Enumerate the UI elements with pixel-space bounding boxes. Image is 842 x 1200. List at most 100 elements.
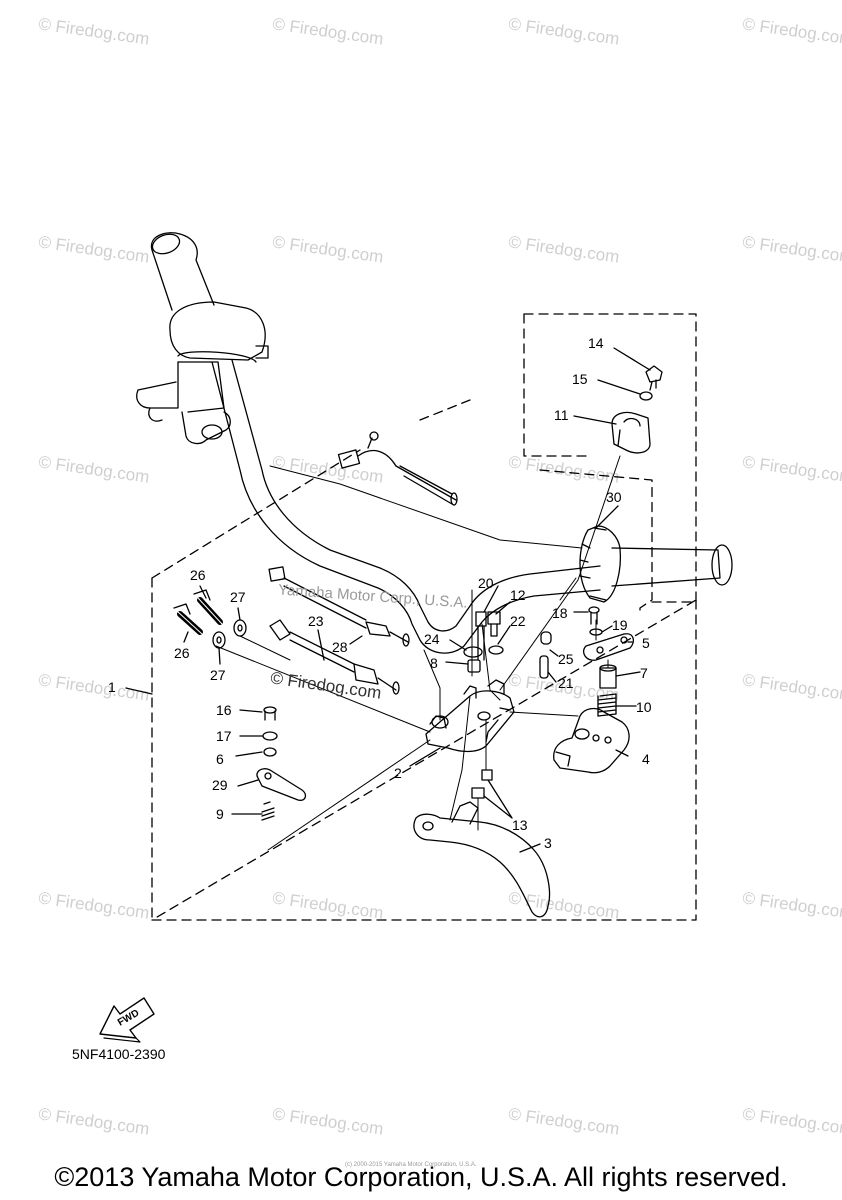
- pin-21: [539, 655, 549, 679]
- washer-6: [263, 747, 277, 757]
- switch-housing-4: [553, 707, 630, 774]
- callout-11: 11: [554, 407, 569, 423]
- callout-17: 17: [216, 728, 232, 744]
- washer-22: [488, 645, 504, 655]
- callout-26a: 26: [190, 567, 206, 583]
- guide-line: [423, 649, 441, 721]
- callout-7: 7: [640, 665, 648, 681]
- callout-4: 4: [642, 751, 650, 767]
- lever-holder-2: [425, 679, 515, 753]
- callout-20: 20: [478, 575, 494, 591]
- leader-line: [239, 709, 263, 713]
- spring-10: [597, 693, 617, 717]
- copyright-notice: ©2013 Yamaha Motor Corporation, U.S.A. A…: [54, 1162, 788, 1192]
- tiny-copyright: (c) 2000-2015 Yamaha Motor Corporation, …: [345, 1162, 477, 1168]
- leader-line: [595, 505, 619, 529]
- plate-5: [582, 633, 635, 661]
- clamp-11: [611, 411, 651, 454]
- guide-line: [481, 623, 501, 701]
- leader-line: [613, 347, 651, 371]
- adjuster-26a: [193, 589, 223, 625]
- guide-line: [499, 455, 621, 691]
- callout-30: 30: [606, 489, 622, 505]
- leader-line: [519, 843, 541, 853]
- leader-line: [199, 585, 207, 599]
- assembly-boundary-switch: [523, 313, 697, 603]
- callout-12: 12: [510, 587, 526, 603]
- brake-lever-3: [413, 801, 551, 918]
- screw-16: [263, 706, 277, 721]
- wire-connector: [337, 431, 458, 506]
- callout-23: 23: [308, 613, 324, 629]
- callout-6: 6: [216, 751, 224, 767]
- callout-18: 18: [552, 605, 568, 621]
- callout-21: 21: [558, 675, 574, 691]
- leader-line: [615, 671, 641, 677]
- leader-line: [218, 647, 221, 665]
- callout-5: 5: [642, 635, 650, 651]
- callout-27b: 27: [210, 667, 226, 683]
- leader-line: [601, 625, 613, 633]
- bolt-12: [487, 611, 501, 637]
- guide-line: [239, 635, 291, 661]
- callout-10: 10: [636, 699, 652, 715]
- guide-line: [509, 711, 579, 717]
- throttle-grip-right: [579, 525, 733, 603]
- washer-17: [262, 731, 278, 741]
- callout-3: 3: [544, 835, 552, 851]
- leader-line: [495, 601, 511, 615]
- collar-8: [467, 659, 481, 673]
- guide-line: [215, 645, 431, 733]
- cable-28: [268, 566, 410, 647]
- leader-line: [483, 585, 499, 613]
- nut-27b: [212, 631, 226, 649]
- callout-26b: 26: [174, 645, 190, 661]
- leader-line: [573, 415, 617, 425]
- leader-line: [549, 649, 559, 657]
- pin-25: [540, 631, 552, 645]
- leader-line: [317, 629, 325, 661]
- guide-line: [449, 695, 471, 821]
- callout-2: 2: [394, 765, 402, 781]
- adjuster-26b: [173, 603, 203, 635]
- screw-14: [645, 365, 663, 391]
- callout-22: 22: [510, 613, 526, 629]
- leader-line: [237, 779, 259, 787]
- handlebar-left: [136, 232, 269, 445]
- leader-line: [615, 749, 629, 757]
- diagram-code: 5NF4100-2390: [72, 1046, 166, 1062]
- callout-19: 19: [612, 617, 628, 633]
- callout-1: 1: [108, 679, 116, 695]
- leader-line: [125, 687, 153, 695]
- callout-27a: 27: [230, 589, 246, 605]
- guide-line: [559, 577, 577, 601]
- guide-line: [267, 739, 431, 851]
- washer-24: [463, 646, 483, 658]
- leader-line: [449, 639, 467, 651]
- guide-line: [595, 619, 609, 669]
- callout-15: 15: [572, 371, 588, 387]
- nut-27a: [233, 619, 247, 637]
- callout-25: 25: [558, 651, 574, 667]
- leader-line: [445, 661, 469, 665]
- bracket-29: [256, 768, 307, 801]
- callout-28: 28: [332, 639, 348, 655]
- collar-13b: [471, 787, 485, 799]
- callout-8: 8: [430, 655, 438, 671]
- callout-29: 29: [212, 777, 228, 793]
- leader-line: [597, 379, 641, 395]
- screw-18: [588, 606, 600, 625]
- leader-line: [409, 747, 441, 767]
- handlebar-tube: [211, 359, 601, 654]
- washer-15: [639, 391, 653, 401]
- callout-16: 16: [216, 702, 232, 718]
- callout-9: 9: [216, 806, 224, 822]
- spring-9: [261, 801, 275, 821]
- leader-line: [497, 625, 511, 645]
- leader-line: [547, 671, 557, 683]
- leader-line: [349, 635, 363, 645]
- fwd-arrow-icon: [99, 997, 155, 1043]
- collar-13a: [481, 769, 493, 781]
- leader-line: [237, 607, 241, 621]
